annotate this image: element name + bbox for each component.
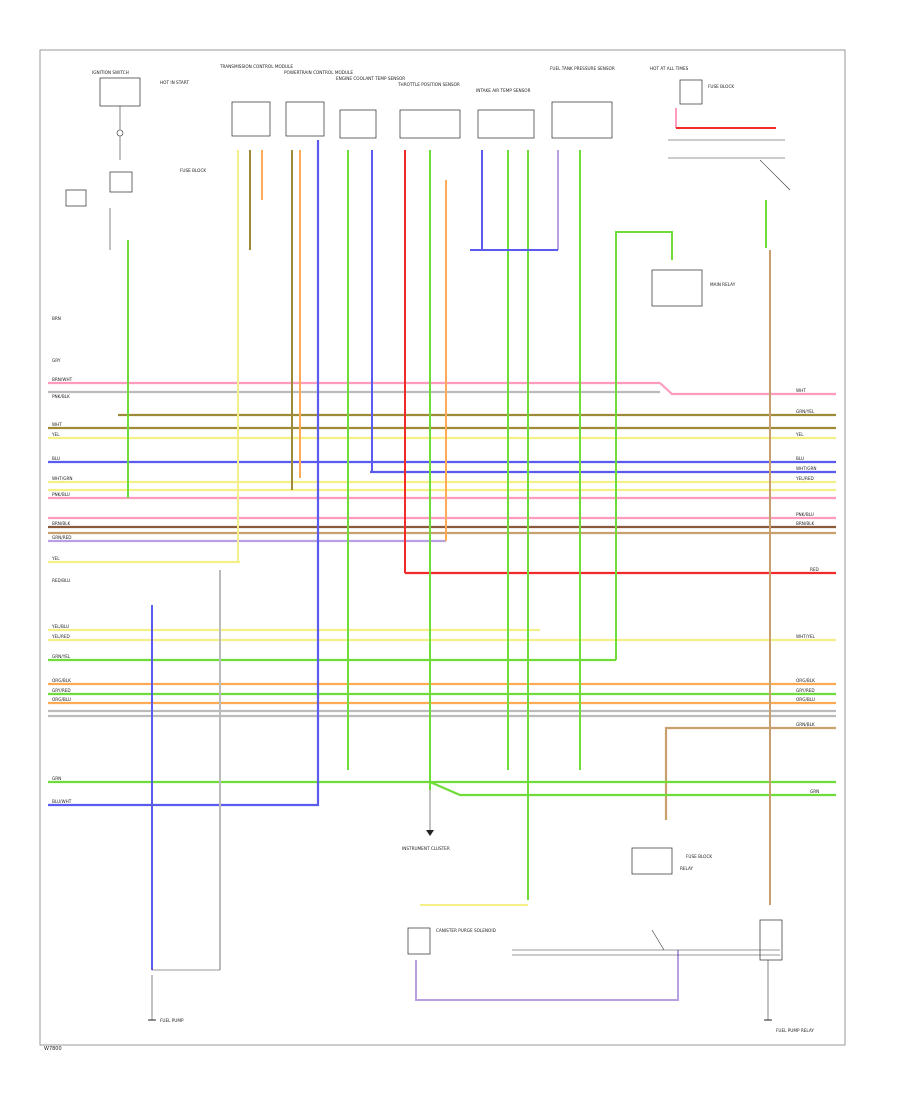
left-label-4: WHT xyxy=(52,422,62,427)
left-label-8: PNK/BLU xyxy=(52,492,70,497)
left-label-14: YEL/RED xyxy=(51,634,70,639)
fuse-block-label-left: FUSE BLOCK xyxy=(180,168,206,173)
main-relay: HOT AT ALL TIMES FUSE BLOCK MAIN RELAY xyxy=(650,66,791,307)
left-label-19: GRN xyxy=(52,776,61,781)
right-label-5: YEL/RED xyxy=(795,476,814,481)
left-label-5: YEL xyxy=(51,432,60,437)
lower-right-relay: FUSE BLOCK RELAY xyxy=(631,847,712,951)
left-label-20: BLU/WHT xyxy=(52,799,72,804)
right-label-10: WHT/YEL xyxy=(796,634,815,639)
powertrain-control-module xyxy=(285,101,325,137)
vwire-lime-relay xyxy=(615,231,673,660)
transmission-control-module xyxy=(231,101,271,137)
module-label-3: THROTTLE POSITION SENSOR xyxy=(397,82,460,87)
diagram-frame xyxy=(39,49,846,1046)
module-label-4: INTAKE AIR TEMP SENSOR xyxy=(476,88,531,93)
left-wire-labels: BRN GRY BRN/WHT PNK/BLK WHT YEL BLU WHT/… xyxy=(51,316,73,804)
module-label-1: POWERTRAIN CONTROL MODULE xyxy=(284,70,353,75)
lower-relay-label: RELAY xyxy=(680,866,694,871)
left-label-2: BRN/WHT xyxy=(52,377,73,382)
right-label-13: ORG/BLU xyxy=(796,697,815,702)
left-label-13: YEL/BLU xyxy=(51,624,69,629)
fuse-block-label-right: FUSE BLOCK xyxy=(708,84,734,89)
main-relay-label: MAIN RELAY xyxy=(710,282,736,287)
left-label-16: ORG/BLK xyxy=(52,678,71,683)
fuel-pump-relay: FUEL PUMP RELAY xyxy=(759,919,814,1033)
left-label-17: GRY/RED xyxy=(52,688,71,693)
right-label-11: ORG/BLK xyxy=(796,678,815,683)
instrument-cluster: INSTRUMENT CLUSTER xyxy=(402,790,450,851)
module-label-2: ENGINE COOLANT TEMP SENSOR xyxy=(336,76,405,81)
right-wire-labels: WHT GRN/YEL YEL BLU WHT/GRN YEL/RED PNK/… xyxy=(795,388,819,794)
right-label-0: WHT xyxy=(796,388,806,393)
canister-purge-solenoid: CANISTER PURGE SOLENOID xyxy=(407,927,780,956)
right-label-14: GRN/BLK xyxy=(796,722,815,727)
vertical-wires xyxy=(127,108,776,1001)
right-label-6: PNK/BLU xyxy=(796,512,814,517)
vwire-purple-purge xyxy=(415,950,679,1001)
harness-wires xyxy=(48,140,836,820)
left-label-11: RED/BLU xyxy=(52,578,70,583)
left-label-1: GRY xyxy=(52,358,61,363)
wire-blue-bottom xyxy=(48,140,320,807)
left-label-0: BRN xyxy=(52,316,61,321)
wire-pink-right xyxy=(659,382,836,396)
right-label-1: GRN/YEL xyxy=(796,409,815,414)
ignition-switch-label-0: IGNITION SWITCH xyxy=(92,70,129,75)
left-label-18: ORG/BLU xyxy=(52,697,71,702)
right-label-4: WHT/GRN xyxy=(796,466,817,471)
right-label-9: GRN xyxy=(810,789,819,794)
lower-fuse-block-label: FUSE BLOCK xyxy=(686,854,712,859)
wire-lime-4 xyxy=(429,780,836,797)
left-label-15: GRN/YEL xyxy=(52,654,71,659)
fuel-tank-pressure-sensor xyxy=(551,101,613,139)
right-label-8: RED xyxy=(810,567,819,572)
right-label-7: BRN/BLK xyxy=(796,521,815,526)
fuel-pump-relay-label: FUEL PUMP RELAY xyxy=(776,1028,814,1033)
ignition-switch: IGNITION SWITCH HOT IN START FUSE BLOCK xyxy=(65,70,206,250)
ignition-switch-label-1: HOT IN START xyxy=(160,80,189,85)
right-label-12: GRY/RED xyxy=(796,688,815,693)
diagram-code: W7800 xyxy=(44,1046,62,1052)
fuel-pump-label: FUEL PUMP xyxy=(160,1018,184,1023)
fuel-pump: FUEL PUMP xyxy=(148,969,220,1023)
purge-solenoid-label: CANISTER PURGE SOLENOID xyxy=(436,928,496,933)
left-label-10: GRN/RED xyxy=(52,535,71,540)
left-label-7: WHT/GRN xyxy=(52,476,73,481)
wire-tan-right xyxy=(664,726,836,820)
top-module-row: TRANSMISSION CONTROL MODULE POWERTRAIN C… xyxy=(219,64,615,139)
left-label-12: YEL xyxy=(51,556,60,561)
instrument-cluster-label: INSTRUMENT CLUSTER xyxy=(402,846,450,851)
coolant-temp-sensor xyxy=(339,109,377,139)
left-label-6: BLU xyxy=(52,456,60,461)
right-label-2: YEL xyxy=(795,432,804,437)
left-label-3: PNK/BLK xyxy=(52,394,70,399)
intake-air-temp-sensor xyxy=(477,109,535,139)
module-label-0: TRANSMISSION CONTROL MODULE xyxy=(219,64,293,69)
module-label-5: FUEL TANK PRESSURE SENSOR xyxy=(550,66,615,71)
hot-at-all-times-label: HOT AT ALL TIMES xyxy=(650,66,689,71)
right-label-3: BLU xyxy=(796,456,804,461)
throttle-position-sensor xyxy=(399,109,461,139)
left-label-9: BRN/BLK xyxy=(52,521,71,526)
